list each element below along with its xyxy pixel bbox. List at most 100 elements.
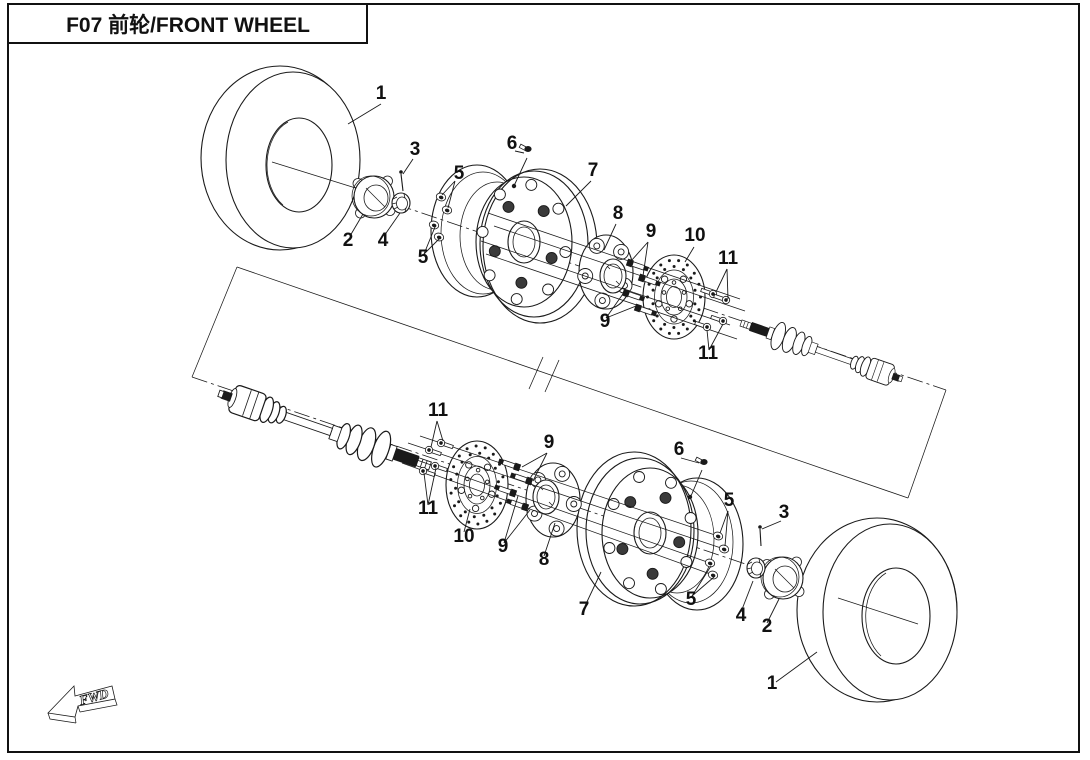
ring-hole — [502, 200, 515, 213]
fwd-arrow: FWD — [47, 685, 118, 724]
ring-hole — [515, 276, 528, 289]
disc-bolt — [709, 312, 729, 327]
callout-10-top: 10 — [684, 225, 705, 246]
title-box — [7, 3, 368, 44]
ring-hole — [493, 188, 506, 201]
ring-hole — [593, 242, 601, 250]
ring-hole — [693, 302, 697, 306]
ring-hole — [480, 495, 485, 501]
ring-hole — [663, 322, 667, 326]
lug-nut — [434, 191, 448, 203]
ring-hole — [453, 504, 456, 508]
ring-hole — [685, 263, 689, 267]
callout-4-bottom: 4 — [736, 605, 747, 626]
ring-hole — [490, 506, 494, 510]
cotter-pin-top — [399, 170, 404, 192]
tire-top — [200, 65, 363, 251]
callout-7-top: 7 — [588, 160, 599, 181]
ring-hole — [449, 491, 453, 495]
callout-2-top: 2 — [343, 230, 354, 251]
ring-hole — [468, 453, 472, 457]
ring-hole — [607, 498, 620, 510]
ring-hole — [493, 512, 497, 516]
callout-11-top-b: 11 — [698, 343, 719, 364]
ring-hole — [652, 271, 656, 275]
ring-hole — [465, 447, 469, 451]
front-wheel-assembly-bottom — [212, 375, 958, 703]
spindle-nut-bottom — [746, 557, 766, 579]
callout-5-top-b: 5 — [418, 247, 429, 268]
ring-hole — [655, 276, 659, 280]
callout-3-bottom: 3 — [779, 502, 790, 523]
ring-hole — [680, 556, 693, 568]
ring-hole — [552, 202, 565, 215]
callout-9-top-b: 9 — [600, 311, 611, 332]
leader-lines — [347, 103, 818, 683]
callout-7-bottom: 7 — [579, 599, 590, 620]
ring-hole — [459, 514, 463, 518]
lug-nut — [432, 231, 446, 243]
ring-hole — [663, 268, 667, 271]
ring-hole — [603, 542, 616, 554]
ring-hole — [488, 245, 501, 258]
ring-hole — [465, 461, 473, 469]
break-mark — [544, 359, 560, 393]
callout-5-top-a: 5 — [454, 163, 465, 184]
ring-hole — [510, 293, 523, 306]
ring-hole — [467, 493, 473, 499]
ring-hole — [671, 280, 677, 285]
ring-hole — [659, 327, 663, 331]
ring-hole — [483, 446, 487, 450]
ring-hole — [463, 510, 467, 514]
callout-2-bottom: 2 — [762, 616, 773, 637]
ring-hole — [475, 467, 481, 473]
ring-hole — [685, 300, 693, 308]
ring-hole — [673, 536, 686, 549]
alignment-lines-bottom — [401, 435, 725, 576]
ring-hole — [598, 297, 606, 305]
ring-hole — [693, 288, 697, 292]
ring-hole — [655, 314, 659, 318]
ring-hole — [665, 476, 677, 489]
hub-top — [577, 234, 634, 310]
ring-hole — [623, 577, 635, 590]
ring-hole — [474, 444, 478, 448]
ring-hole — [501, 475, 505, 479]
cv-axle-bottom — [212, 375, 437, 485]
callout-9-top-a: 9 — [646, 221, 657, 242]
ring-hole — [493, 466, 497, 470]
ring-hole — [672, 326, 676, 329]
disc-bolt — [435, 437, 455, 452]
ring-hole — [485, 479, 490, 485]
page-title: F07 前轮/FRONT WHEEL — [66, 13, 310, 37]
ring-hole — [496, 480, 500, 484]
page-border — [7, 3, 1080, 753]
ring-hole — [661, 290, 667, 295]
ring-hole — [471, 504, 480, 513]
ring-hole — [467, 520, 471, 524]
ring-hole — [654, 583, 667, 595]
ring-hole — [684, 512, 697, 524]
ring-hole — [616, 543, 629, 555]
lug-nut — [703, 557, 717, 569]
callout-1-top: 1 — [376, 83, 387, 104]
callout-9-bottom-a: 9 — [544, 432, 555, 453]
ring-hole — [485, 519, 489, 523]
ring-hole — [457, 486, 466, 494]
callout-3-top: 3 — [410, 139, 421, 160]
ring-hole — [476, 522, 480, 526]
ring-hole — [570, 500, 578, 508]
callout-8-bottom: 8 — [539, 549, 550, 570]
ring-hole — [679, 275, 688, 283]
ring-hole — [633, 471, 646, 483]
callout-11-top-a: 11 — [718, 248, 739, 269]
rim-bottom — [576, 451, 744, 611]
ring-hole — [660, 275, 669, 283]
ring-hole — [665, 306, 671, 311]
ring-hole — [651, 302, 655, 306]
ring-hole — [681, 290, 687, 295]
ring-hole — [482, 513, 486, 517]
brake-disc-top — [642, 254, 706, 340]
assembly-band — [191, 266, 947, 499]
ring-hole — [525, 178, 538, 191]
